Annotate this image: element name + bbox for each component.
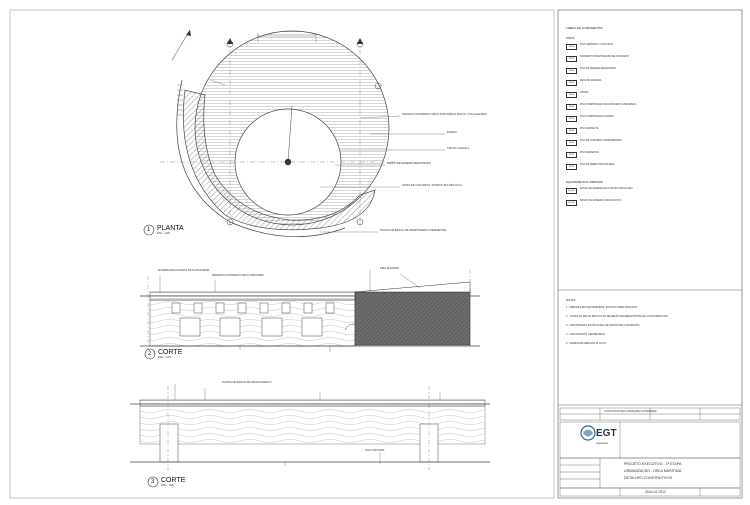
plan-label: ENSAIO bbox=[447, 131, 457, 134]
section-label: MADEIRA REGISTRADA DE PLATAFORMA bbox=[158, 269, 210, 272]
section-a-title: CORTE bbox=[158, 349, 183, 356]
drawing-title-3: DETALHES CONSTRUTIVOS bbox=[624, 476, 673, 480]
section-label: DEGRAUS MOVIMENTO DE PLATAFORMA bbox=[212, 274, 264, 277]
legend-code: PI-02 bbox=[566, 56, 577, 62]
company-subtitle: engenharia bbox=[596, 442, 608, 445]
note-item: 2 - TODAS AS PEÇAS METÁLICAS DEVERÃO REC… bbox=[566, 315, 669, 318]
plan-label: TRILHO / ARGOLA bbox=[447, 147, 470, 150]
plan-label: PLANTA DE BANCO DE REVESTIMENTO PERIMETR… bbox=[380, 229, 447, 232]
plan-label: APOIO DE CONCRETO / ESTRUTURA METÁLICA bbox=[402, 184, 462, 187]
plan-view bbox=[143, 29, 445, 238]
legend-text: PISO DE MADEIRA REGISTRADO bbox=[580, 68, 617, 70]
company-logo-mark bbox=[580, 425, 596, 441]
legend-code: PI-08 bbox=[566, 128, 577, 134]
section-label: PISO ELEVADO bbox=[380, 267, 399, 270]
legend-text: DECK DE MADEIRA bbox=[580, 80, 602, 82]
section-b-scale: ESC.: 1/25 bbox=[161, 484, 174, 487]
legend-text: BANCO DE MADEIRA COM ENCOSTO bbox=[580, 200, 621, 202]
drawing-title-2: URBANIZAÇÃO - ORLA MARÍTIMA bbox=[624, 469, 682, 473]
plan-view-title: PLANTA bbox=[157, 225, 184, 232]
legend-code: PI-03 bbox=[566, 68, 577, 74]
project-name: CONSTRUTORA ANDRADE GUTIERREZ bbox=[604, 409, 657, 413]
legend-text: GRAMA bbox=[580, 92, 589, 94]
legend-text: PAVIMENTO INTERTRAVADO DE CONCRETO bbox=[580, 56, 629, 58]
legend-code: PI-10 bbox=[566, 152, 577, 158]
section-b-title: CORTE bbox=[161, 477, 186, 484]
section-a-number: 2 bbox=[148, 351, 152, 357]
note-item: 4 - VER PROJETO GEOMÉTRICO. bbox=[566, 333, 606, 336]
legend-code: PI-09 bbox=[566, 140, 577, 146]
legend-text: PISO INTERTRAVADO VAZADO bbox=[580, 116, 614, 118]
legend-title: TABELA DE ACABAMENTOS bbox=[566, 26, 604, 30]
section-a-view bbox=[140, 270, 480, 360]
legend-section-heading: PISOS bbox=[566, 36, 575, 40]
plan-label: BANCO DE MADEIRA REGISTRADO bbox=[387, 162, 431, 165]
section-b-number: 3 bbox=[151, 479, 155, 485]
legend-code: PI-01 bbox=[566, 44, 577, 50]
section-label: SOLO NATURAL bbox=[365, 449, 385, 452]
note-item: 3 - VER PROJETO ESTRUTURAL DE MUROS DE C… bbox=[566, 324, 641, 327]
legend-text: PISO DE CONCRETO DESEMPENADO bbox=[580, 140, 622, 142]
legend-text: BANCO DE MADEIRA DE PLÁSTICO RECICLADO bbox=[580, 188, 633, 190]
section-b-view bbox=[130, 384, 490, 488]
sheet-code: 2024-01-03-D bbox=[645, 490, 666, 494]
plan-view-scale: ESC.: 1/25 bbox=[157, 232, 170, 235]
legend-code: EQ-02 bbox=[566, 200, 577, 206]
section-a-scale: ESC.: 1/25 bbox=[158, 356, 171, 359]
note-item: 1 - MEDIDAS EM CENTÍMETROS, EXCETO ONDE … bbox=[566, 306, 638, 309]
legend-text: PISO DE PEDRA PORTUGUESA bbox=[580, 164, 615, 166]
legend-code: EQ-01 bbox=[566, 188, 577, 194]
legend-text: PISO GRANILITE bbox=[580, 128, 599, 130]
company-name: EGT bbox=[596, 428, 617, 439]
notes-heading: NOTAS bbox=[566, 298, 576, 302]
plan-view-number: 1 bbox=[147, 227, 151, 233]
legend-code: PI-06 bbox=[566, 104, 577, 110]
legend-text: PISO CERÂMICO - COR CINZA bbox=[580, 44, 614, 46]
legend-section-heading: EQUIPAMENTOS URBANOS bbox=[566, 180, 603, 184]
section-label: PLANTA DE BANCO DE REVESTIMENTO bbox=[222, 381, 272, 384]
legend-text: PISO INTERTRAVADO DE CONCRETO E PEDRISCO bbox=[580, 104, 637, 106]
legend-code: PI-05 bbox=[566, 92, 577, 98]
note-item: 5 - VERIFICAR MEDIDAS IN LOCO. bbox=[566, 342, 607, 345]
legend-code: PI-07 bbox=[566, 116, 577, 122]
plan-label: DEGRAUS MOVIMENTO DE PLATAFORMA E BANCO … bbox=[402, 113, 488, 116]
legend-text: PISO DRENANTE bbox=[580, 152, 599, 154]
legend-code: PI-04 bbox=[566, 80, 577, 86]
title-block-frame bbox=[559, 407, 741, 497]
drawing-title-1: PROJETO EXECUTIVO - 1ª ETAPA bbox=[624, 462, 682, 466]
legend-code: PI-11 bbox=[566, 164, 577, 170]
notes-block: NOTAS 1 - MEDIDAS EM CENTÍMETROS, EXCETO… bbox=[566, 298, 744, 351]
